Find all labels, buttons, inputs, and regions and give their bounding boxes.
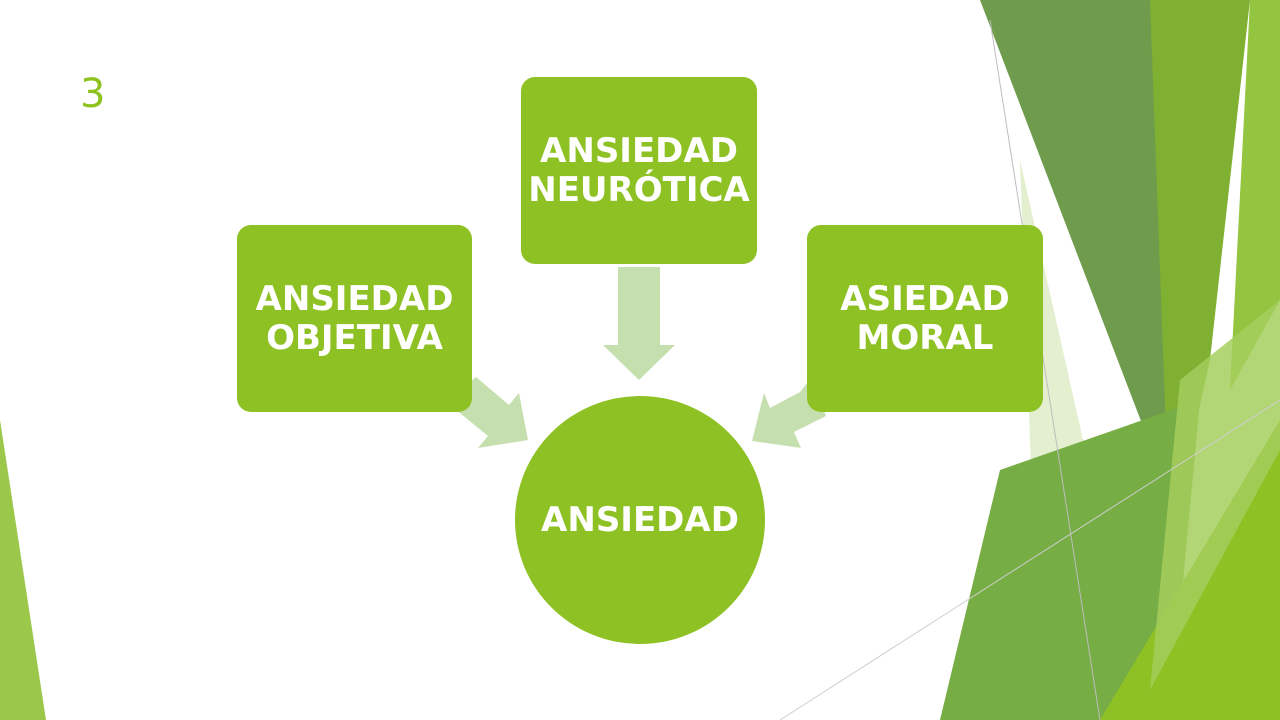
node-right-line2: MORAL: [856, 317, 994, 358]
right-shape-2: [1150, 0, 1250, 540]
node-ansiedad-objetiva: ANSIEDAD OBJETIVA: [237, 225, 472, 412]
right-shape-1: [980, 0, 1200, 510]
left-edge-stripe: [0, 420, 46, 720]
right-shape-7: [1150, 300, 1280, 690]
node-ansiedad-center: ANSIEDAD: [515, 396, 765, 644]
node-left-line1: ANSIEDAD: [255, 279, 454, 320]
right-shape-5: [940, 400, 1200, 720]
node-ansiedad-neurotica: ANSIEDAD NEURÓTICA: [521, 77, 757, 264]
node-top-line2: NEURÓTICA: [528, 169, 750, 210]
node-asiedad-moral: ASIEDAD MORAL: [807, 225, 1043, 412]
right-shape-3: [1230, 0, 1280, 390]
node-top-line1: ANSIEDAD: [540, 131, 738, 172]
node-center-label: ANSIEDAD: [541, 500, 739, 540]
arrow-top-to-center: [603, 267, 675, 380]
node-right-line1: ASIEDAD: [840, 279, 1010, 320]
thin-line-2: [779, 399, 1280, 720]
arrow-left-to-center: [455, 377, 528, 448]
node-left-line2: OBJETIVA: [266, 317, 443, 358]
slide-number: 3: [80, 71, 106, 117]
thin-line-1: [989, 19, 1101, 720]
